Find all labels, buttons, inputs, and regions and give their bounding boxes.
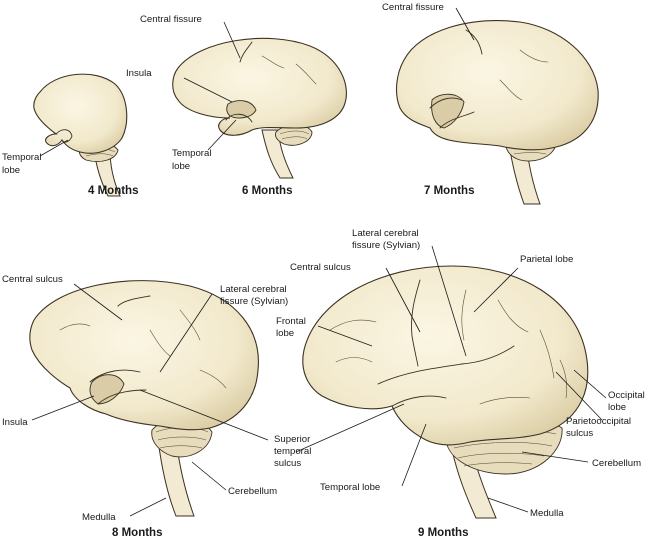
label-frontal-lobe-9m-line2: lobe <box>276 328 294 339</box>
brain-9-months <box>302 265 589 519</box>
caption-8-months: 8 Months <box>112 527 162 539</box>
label-lateral-fissure-9m: Lateral cerebral <box>352 228 419 239</box>
label-temporal-lobe-4m-line2: lobe <box>2 165 20 176</box>
label-insula-8m: Insula <box>2 417 28 428</box>
label-medulla-9m: Medulla <box>530 508 564 519</box>
label-central-sulcus-9m: Central sulcus <box>290 262 351 273</box>
label-temporal-lobe-4m: Temporal <box>2 152 41 163</box>
label-parietooccipital-sulcus-9m: Parietooccipital <box>566 416 631 427</box>
label-central-sulcus-8m: Central sulcus <box>2 274 63 285</box>
caption-7-months: 7 Months <box>424 185 474 197</box>
label-insula-6m: Insula <box>126 68 152 79</box>
label-parietal-lobe-9m: Parietal lobe <box>520 254 573 265</box>
label-cerebellum-9m: Cerebellum <box>592 458 641 469</box>
caption-6-months: 6 Months <box>242 185 292 197</box>
brain-8-months <box>29 280 259 517</box>
label-lateral-fissure-9m-line2: fissure (Sylvian) <box>352 240 420 251</box>
label-medulla-8m: Medulla <box>82 512 116 523</box>
brain-4-months <box>33 73 128 197</box>
label-temporal-lobe-6m: Temporal <box>172 148 211 159</box>
label-central-fissure-6m: Central fissure <box>140 14 202 25</box>
label-cerebellum-8m: Cerebellum <box>228 486 277 497</box>
label-parietooccipital-sulcus-9m-line2: sulcus <box>566 428 593 439</box>
caption-9-months: 9 Months <box>418 527 468 539</box>
caption-4-months: 4 Months <box>88 185 138 197</box>
label-superior-temporal-sulcus-9m: Superior <box>274 434 311 445</box>
label-lateral-fissure-8m-line2: fissure (Sylvian) <box>220 296 288 307</box>
label-occipital-lobe-9m: Occipital <box>608 390 645 401</box>
label-superior-temporal-sulcus-9m-line3: sulcus <box>274 458 301 469</box>
label-occipital-lobe-9m-line2: lobe <box>608 402 626 413</box>
label-frontal-lobe-9m: Frontal <box>276 316 306 327</box>
label-superior-temporal-sulcus-9m-line2: temporal <box>274 446 311 457</box>
age-captions: 4 Months 6 Months 7 Months 8 Months 9 Mo… <box>88 185 474 539</box>
structure-labels: Temporal lobe Central fissure Insula Tem… <box>2 2 645 523</box>
brain-6-months <box>172 37 347 179</box>
label-temporal-lobe-6m-line2: lobe <box>172 161 190 172</box>
label-lateral-fissure-8m: Lateral cerebral <box>220 284 287 295</box>
label-temporal-lobe-9m: Temporal lobe <box>320 482 380 493</box>
label-central-fissure-7m: Central fissure <box>382 2 444 13</box>
brain-7-months <box>395 20 599 205</box>
leader-lines <box>31 7 607 517</box>
